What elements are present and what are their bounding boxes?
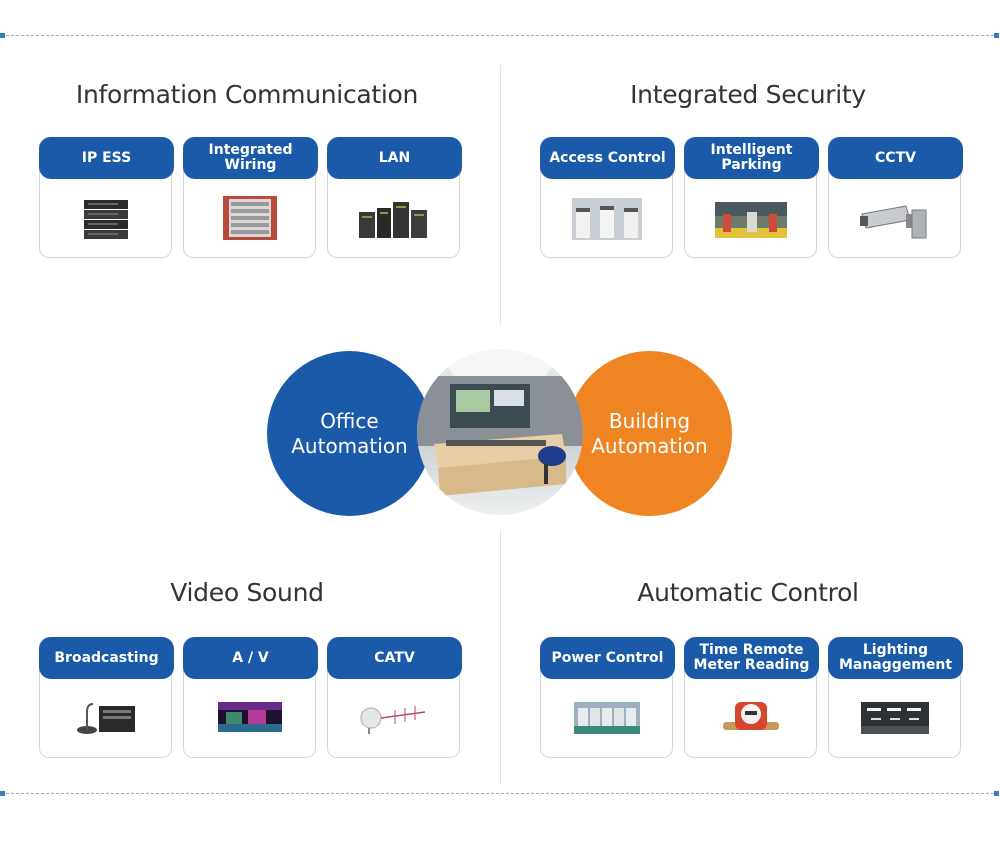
card-catv[interactable]: CATV bbox=[327, 637, 462, 758]
card-lighting-management[interactable]: Lighting Managgement bbox=[828, 637, 963, 758]
card-label: CATV bbox=[327, 637, 462, 679]
card-access-control[interactable]: Access Control bbox=[540, 137, 675, 258]
section-title-information-communication: Information Communication bbox=[75, 80, 419, 109]
card-intelligent-parking[interactable]: Intelligent Parking bbox=[684, 137, 819, 258]
corner-marker bbox=[994, 791, 999, 796]
corner-marker bbox=[0, 33, 5, 38]
card-broadcasting[interactable]: Broadcasting bbox=[39, 637, 174, 758]
card-label: Access Control bbox=[540, 137, 675, 179]
section-title-integrated-security: Integrated Security bbox=[630, 80, 866, 109]
card-label: CCTV bbox=[828, 137, 963, 179]
vertical-divider-bottom bbox=[500, 530, 501, 785]
card-label: Integrated Wiring bbox=[183, 137, 318, 179]
corner-marker bbox=[994, 33, 999, 38]
card-label: Power Control bbox=[540, 637, 675, 679]
card-label: A / V bbox=[183, 637, 318, 679]
ceiling-lights-image bbox=[860, 702, 929, 734]
stage-lighting-image bbox=[217, 702, 282, 732]
water-meter-image bbox=[722, 702, 779, 730]
card-time-remote-meter-reading[interactable]: Time Remote Meter Reading bbox=[684, 637, 819, 758]
card-label: LAN bbox=[327, 137, 462, 179]
rack-server-image bbox=[83, 200, 128, 239]
office-automation-circle: Office Automation bbox=[267, 351, 432, 516]
broadcast-console-image bbox=[76, 703, 135, 734]
card-cctv[interactable]: CCTV bbox=[828, 137, 963, 258]
parking-barrier-image bbox=[714, 202, 787, 238]
bottom-dashed-divider bbox=[6, 793, 994, 794]
card-ip-ess[interactable]: IP ESS bbox=[39, 137, 174, 258]
card-av[interactable]: A / V bbox=[183, 637, 318, 758]
corner-marker bbox=[0, 791, 5, 796]
patch-panel-image bbox=[222, 196, 277, 240]
turnstile-gates-image bbox=[571, 198, 642, 240]
card-integrated-wiring[interactable]: Integrated Wiring bbox=[183, 137, 318, 258]
building-automation-label: Building Automation bbox=[591, 408, 708, 458]
control-room-image bbox=[417, 349, 583, 515]
vertical-divider-top bbox=[500, 65, 501, 325]
card-power-control[interactable]: Power Control bbox=[540, 637, 675, 758]
card-label: Lighting Managgement bbox=[828, 637, 963, 679]
building-automation-circle: Building Automation bbox=[567, 351, 732, 516]
power-switchgear-image bbox=[573, 702, 640, 734]
network-switches-image bbox=[358, 202, 427, 238]
cctv-camera-image bbox=[859, 205, 926, 239]
card-label: IP ESS bbox=[39, 137, 174, 179]
card-label: Broadcasting bbox=[39, 637, 174, 679]
card-lan[interactable]: LAN bbox=[327, 137, 462, 258]
top-dashed-divider bbox=[6, 35, 994, 36]
satellite-antenna-image bbox=[360, 706, 425, 734]
office-automation-label: Office Automation bbox=[291, 408, 408, 458]
card-label: Intelligent Parking bbox=[684, 137, 819, 179]
section-title-video-sound: Video Sound bbox=[170, 578, 324, 607]
card-label: Time Remote Meter Reading bbox=[684, 637, 819, 679]
section-title-automatic-control: Automatic Control bbox=[637, 578, 859, 607]
